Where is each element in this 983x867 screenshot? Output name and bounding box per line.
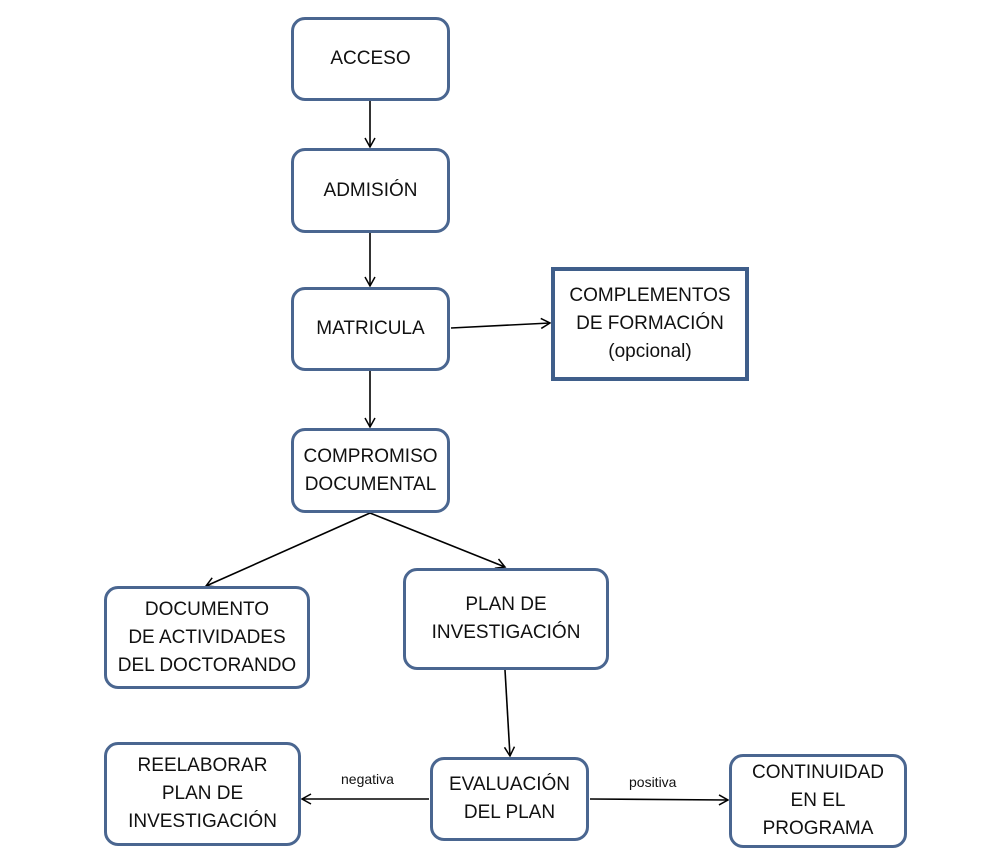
node-evaluacion: EVALUACIÓN DEL PLAN xyxy=(430,757,589,841)
node-plan-investigacion: PLAN DE INVESTIGACIÓN xyxy=(403,568,609,670)
arrow-matricula-to-complementos xyxy=(450,317,552,330)
arrow-plan-to-evaluacion xyxy=(503,669,516,758)
node-continuidad: CONTINUIDAD EN EL PROGRAMA xyxy=(729,754,907,848)
arrow-evaluacion-to-continuidad xyxy=(589,794,730,806)
node-label: CONTINUIDAD EN EL PROGRAMA xyxy=(752,762,884,839)
node-documento: DOCUMENTO DE ACTIVIDADES DEL DOCTORANDO xyxy=(104,586,310,689)
node-matricula: MATRICULA xyxy=(291,287,450,371)
node-label: EVALUACIÓN DEL PLAN xyxy=(448,774,571,823)
node-compromiso: COMPROMISO DOCUMENTAL xyxy=(291,428,450,513)
edge-label-negativa: negativa xyxy=(341,771,394,787)
node-label: COMPROMISO DOCUMENTAL xyxy=(303,445,438,495)
node-label: COMPLEMENTOS DE FORMACIÓN (opcional) xyxy=(569,285,731,362)
node-acceso: ACCESO xyxy=(291,17,450,101)
edge-label-positiva: positiva xyxy=(629,774,677,790)
arrow-compromiso-to-documento xyxy=(204,512,371,588)
node-label: ADMISIÓN xyxy=(323,179,418,201)
node-reelaborar: REELABORAR PLAN DE INVESTIGACIÓN xyxy=(104,742,301,846)
node-admision: ADMISIÓN xyxy=(291,148,450,233)
node-label: MATRICULA xyxy=(316,318,425,339)
node-complementos: COMPLEMENTOS DE FORMACIÓN (opcional) xyxy=(551,267,749,381)
node-label: DOCUMENTO DE ACTIVIDADES DEL DOCTORANDO xyxy=(117,598,297,676)
node-label: PLAN DE INVESTIGACIÓN xyxy=(431,594,581,643)
arrow-compromiso-to-plan xyxy=(369,512,507,570)
node-label: ACCESO xyxy=(330,48,411,69)
node-label: REELABORAR PLAN DE INVESTIGACIÓN xyxy=(128,755,277,832)
